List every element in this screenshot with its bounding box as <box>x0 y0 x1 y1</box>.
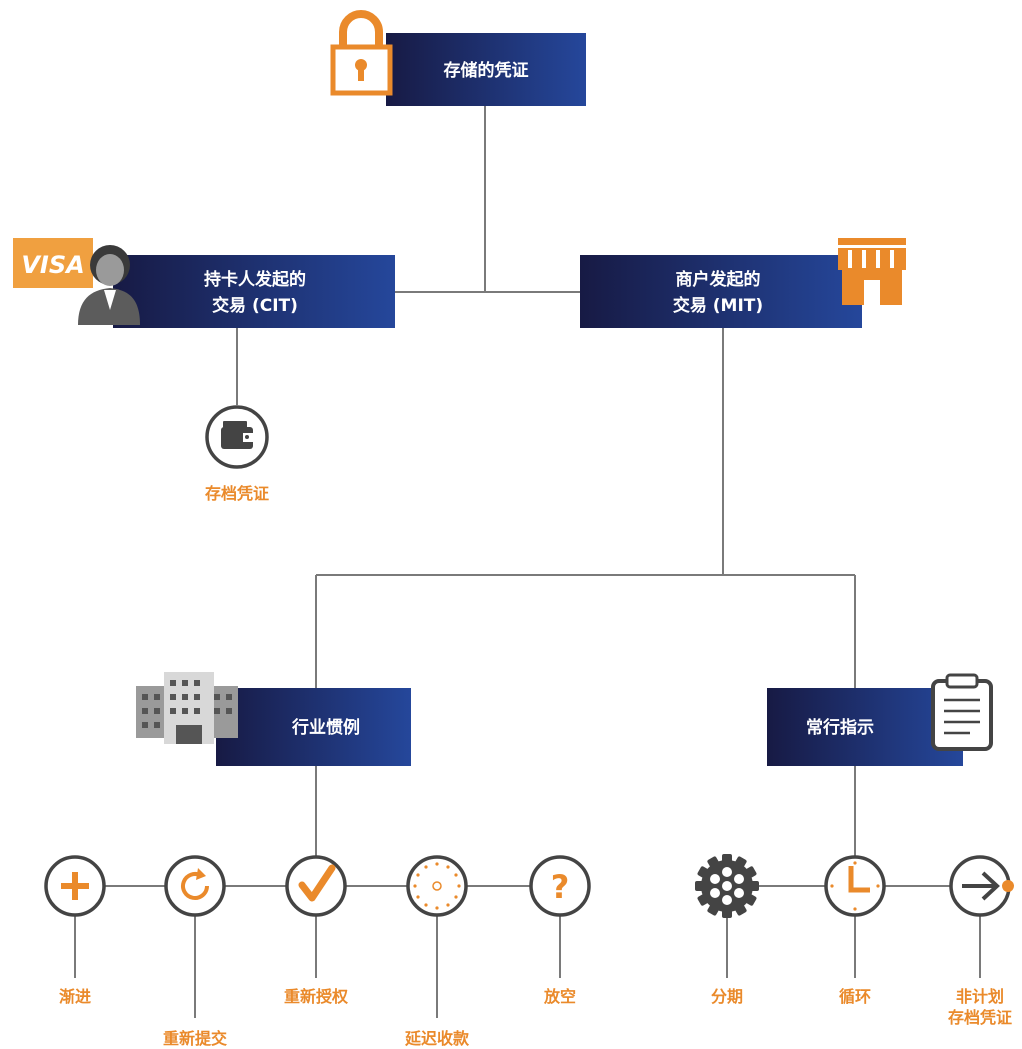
check-icon <box>298 864 336 902</box>
archived-credential-label: 存档凭证 <box>205 484 269 503</box>
wallet-icon <box>221 421 253 449</box>
standing-item-unscheduled: 非计划 存档凭证 <box>948 855 1014 1027</box>
visa-logo: VISA <box>13 238 93 288</box>
person-icon <box>78 245 140 325</box>
mit-node: 商户发起的 交易 (MIT) <box>580 238 906 328</box>
industry-item-label: 放空 <box>543 987 576 1006</box>
lock-icon <box>330 10 393 96</box>
industry-item-reauthorization: 重新授权 <box>284 855 349 1006</box>
gear-icon <box>695 854 759 918</box>
standing-item-recurring: 循环 <box>824 855 886 1006</box>
buildings-icon <box>136 672 238 744</box>
stored-credential-node: 存储的凭证 <box>330 10 586 106</box>
cit-label-line2: 交易 (CIT) <box>212 295 298 316</box>
industry-item-resubmission: 重新提交 <box>163 855 227 1048</box>
industry-item-label: 渐进 <box>59 987 91 1006</box>
industry-item-label: 重新提交 <box>163 1029 227 1048</box>
arrow-right-icon <box>962 871 1014 901</box>
mit-label-line1: 商户发起的 <box>676 269 761 290</box>
industry-item-label: 重新授权 <box>284 987 349 1006</box>
refresh-icon <box>181 868 209 900</box>
plus-icon <box>61 872 89 900</box>
connector-lines <box>74 105 981 1018</box>
mit-label-line2: 交易 (MIT) <box>673 295 763 316</box>
standing-item-label: 分期 <box>711 987 743 1006</box>
standing-instruction-label: 常行指示 <box>806 717 874 738</box>
clipboard-icon <box>931 673 993 751</box>
standing-item-label-line2: 存档凭证 <box>948 1008 1012 1027</box>
industry-item-no-show: ? 放空 <box>529 855 591 1006</box>
archived-credential-node: 存档凭证 <box>205 405 269 503</box>
standing-item-label: 循环 <box>839 987 871 1006</box>
industry-item-delayed-charge: 延迟收款 <box>404 855 470 1048</box>
cit-label-line1: 持卡人发起的 <box>204 269 306 290</box>
clock-icon <box>830 861 880 911</box>
industry-item-label: 延迟收款 <box>404 1029 470 1048</box>
industry-practice-label: 行业惯例 <box>291 717 360 738</box>
standing-item-installment: 分期 <box>695 854 759 1006</box>
visa-logo-text: VISA <box>21 251 84 279</box>
stored-credential-label: 存储的凭证 <box>444 60 529 81</box>
industry-practice-node: 行业惯例 <box>136 672 411 766</box>
store-icon <box>838 238 906 305</box>
standing-instruction-node: 常行指示 <box>767 673 993 766</box>
dial-icon <box>413 862 461 910</box>
cit-node: 持卡人发起的 交易 (CIT) VISA <box>13 238 395 328</box>
standing-item-label-line1: 非计划 <box>956 987 1004 1006</box>
question-icon: ? <box>551 868 570 906</box>
industry-item-incremental: 渐进 <box>44 855 106 1006</box>
